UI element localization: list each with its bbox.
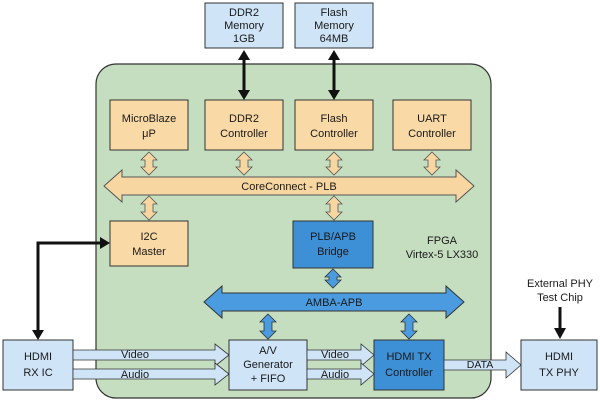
fpga-label: FPGA bbox=[427, 235, 458, 247]
svg-text:Flash: Flash bbox=[321, 7, 348, 19]
svg-text:A/V: A/V bbox=[259, 345, 277, 357]
external-phy-label: External PHY bbox=[527, 278, 594, 290]
svg-text:Controller: Controller bbox=[310, 128, 358, 140]
svg-text:Audio: Audio bbox=[121, 369, 149, 381]
svg-text:Video: Video bbox=[321, 349, 349, 361]
svg-text:Controller: Controller bbox=[220, 128, 268, 140]
svg-text:DDR2: DDR2 bbox=[229, 7, 259, 19]
flash-memory-link bbox=[328, 50, 340, 100]
svg-text:+ FIFO: + FIFO bbox=[251, 373, 286, 385]
svg-text:AMBA-APB: AMBA-APB bbox=[306, 297, 363, 309]
flash-controller-block: Flash Controller bbox=[294, 99, 374, 151]
av-generator-fifo-block: A/V Generator + FIFO bbox=[228, 339, 308, 391]
video-out-arrow: Video bbox=[306, 343, 375, 367]
hdmi-tx-controller-block: HDMI TX Controller bbox=[373, 339, 445, 391]
svg-text:64MB: 64MB bbox=[320, 33, 349, 45]
svg-text:Memory: Memory bbox=[224, 20, 264, 32]
svg-text:Controller: Controller bbox=[408, 128, 456, 140]
microblaze-block: MicroBlaze μP bbox=[109, 99, 189, 151]
test-chip-label: Test Chip bbox=[537, 292, 583, 304]
svg-text:MicroBlaze: MicroBlaze bbox=[122, 113, 176, 125]
external-phy-arrow bbox=[554, 307, 566, 339]
ddr2-memory-block: DDR2 Memory 1GB bbox=[204, 2, 284, 49]
amba-connector-arrows bbox=[259, 313, 418, 340]
svg-text:Audio: Audio bbox=[321, 369, 349, 381]
amba-apb-bus: AMBA-APB bbox=[203, 284, 465, 320]
svg-text:Controller: Controller bbox=[385, 367, 433, 379]
hdmi-tx-phy-block: HDMI TX PHY bbox=[520, 339, 598, 391]
svg-text:DDR2: DDR2 bbox=[229, 113, 259, 125]
video-in-arrow: Video bbox=[72, 343, 230, 367]
svg-text:RX IC: RX IC bbox=[23, 367, 52, 379]
svg-text:Memory: Memory bbox=[314, 20, 354, 32]
i2c-master-block: I2C Master bbox=[109, 220, 189, 267]
audio-in-arrow: Audio bbox=[72, 362, 230, 386]
svg-text:PLB/APB: PLB/APB bbox=[310, 231, 356, 243]
svg-text:TX PHY: TX PHY bbox=[539, 367, 579, 379]
uart-controller-block: UART Controller bbox=[392, 99, 472, 151]
svg-text:UART: UART bbox=[417, 113, 447, 125]
hdmi-rx-ic-block: HDMI RX IC bbox=[2, 339, 74, 391]
ddr2-memory-link bbox=[238, 50, 250, 100]
coreconnect-plb-bus: CoreConnect - PLB bbox=[103, 168, 475, 204]
svg-text:Generator: Generator bbox=[243, 359, 293, 371]
fpga-part-label: Virtex-5 LX330 bbox=[406, 249, 479, 261]
svg-text:Video: Video bbox=[121, 349, 149, 361]
svg-text:1GB: 1GB bbox=[233, 33, 255, 45]
svg-text:HDMI: HDMI bbox=[545, 351, 573, 363]
audio-out-arrow: Audio bbox=[306, 362, 375, 386]
svg-text:CoreConnect - PLB: CoreConnect - PLB bbox=[241, 181, 336, 193]
svg-text:Flash: Flash bbox=[321, 113, 348, 125]
data-arrow: DATA bbox=[443, 351, 522, 379]
svg-text:HDMI TX: HDMI TX bbox=[386, 351, 432, 363]
plb-connector-arrows bbox=[140, 151, 441, 221]
ddr2-controller-block: DDR2 Controller bbox=[204, 99, 284, 151]
svg-text:HDMI: HDMI bbox=[24, 351, 52, 363]
svg-text:Master: Master bbox=[132, 246, 166, 258]
svg-text:DATA: DATA bbox=[467, 359, 493, 371]
svg-text:I2C: I2C bbox=[140, 231, 157, 243]
flash-memory-block: Flash Memory 64MB bbox=[294, 2, 374, 49]
i2c-rx-link bbox=[32, 237, 110, 340]
plb-apb-bridge-block: PLB/APB Bridge bbox=[292, 220, 374, 269]
svg-text:μP: μP bbox=[142, 128, 156, 140]
svg-text:Bridge: Bridge bbox=[317, 246, 349, 258]
bridge-amba-connector bbox=[324, 268, 342, 289]
